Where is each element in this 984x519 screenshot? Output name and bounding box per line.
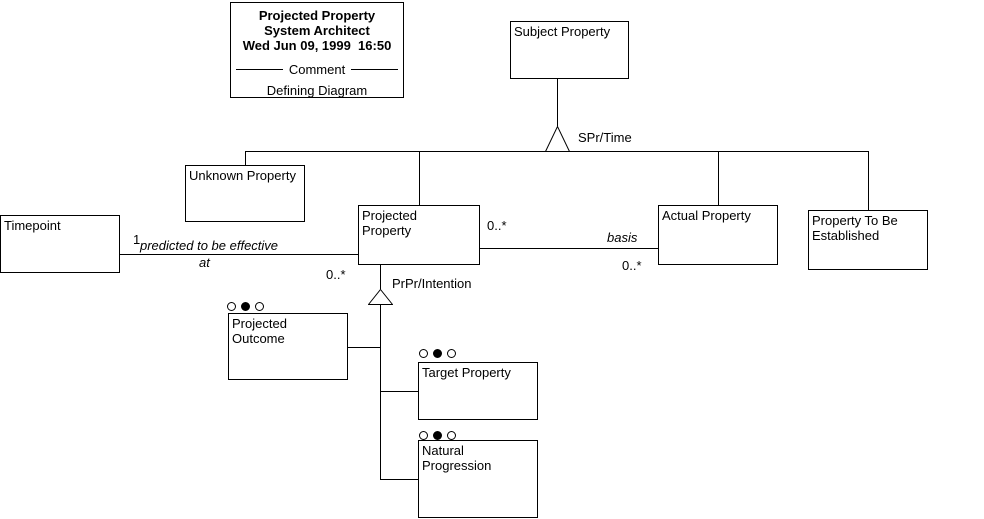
connector-drop-actual-property	[718, 151, 719, 205]
label-association-name-line2: at	[199, 255, 210, 270]
label-multiplicity-timepoint: 1	[133, 232, 141, 247]
node-projected-outcome[interactable]: Projected Outcome	[228, 313, 348, 380]
connector-drop-projected-property	[419, 151, 420, 205]
circle-filled-icon	[433, 431, 442, 440]
generalization-triangle-spr-time-icon	[545, 126, 570, 152]
connector-drop-property-to-be-established	[868, 151, 869, 210]
diagram-tool-name: System Architect	[264, 23, 370, 38]
comment-divider-label: Comment	[288, 62, 346, 77]
node-label: Unknown Property	[189, 168, 296, 183]
node-label: Timepoint	[4, 218, 61, 233]
node-label: Property To Be Established	[812, 213, 898, 243]
association-basis-line	[480, 248, 658, 249]
node-actual-property[interactable]: Actual Property	[658, 205, 778, 265]
divider-line-left	[236, 69, 283, 70]
label-prpr-intention: PrPr/Intention	[392, 276, 472, 291]
diagram-title: Projected Property	[258, 8, 376, 23]
node-label: Projected Property	[362, 208, 417, 238]
connector-projected-property-trunk	[380, 265, 381, 289]
label-association-name-line1: predicted to be effective	[140, 238, 279, 253]
node-property-to-be-established[interactable]: Property To Be Established	[808, 210, 928, 270]
diagram-subtitle: Defining Diagram	[266, 83, 368, 98]
connector-drop-unknown-property	[245, 151, 246, 165]
node-subject-property[interactable]: Subject Property	[510, 21, 629, 79]
circle-adornment-projected-outcome	[227, 302, 264, 311]
circle-outline-icon	[447, 431, 456, 440]
node-target-property[interactable]: Target Property	[418, 362, 538, 420]
circle-outline-icon	[419, 431, 428, 440]
node-unknown-property[interactable]: Unknown Property	[185, 165, 305, 222]
diagram-timestamp: Wed Jun 09, 1999 16:50	[242, 38, 392, 53]
node-label: Target Property	[422, 365, 511, 380]
comment-divider: Comment	[236, 62, 399, 77]
association-timepoint-line	[120, 254, 358, 255]
connector-branch-projected-outcome	[348, 347, 380, 348]
node-projected-property[interactable]: Projected Property	[358, 205, 480, 265]
node-label: Natural Progression	[422, 443, 492, 473]
circle-outline-icon	[227, 302, 236, 311]
connector-branch-natural-progression	[380, 479, 418, 480]
label-multiplicity-projected-basis-side: 0..*	[487, 218, 507, 233]
connector-branch-target-property	[380, 391, 418, 392]
node-timepoint[interactable]: Timepoint	[0, 215, 120, 273]
label-multiplicity-actual: 0..*	[622, 258, 642, 273]
label-spr-time: SPr/Time	[578, 130, 632, 145]
circle-adornment-target-property	[419, 349, 456, 358]
circle-outline-icon	[419, 349, 428, 358]
label-multiplicity-projected-timepoint-side: 0..*	[326, 267, 346, 282]
generalization-triangle-prpr-intention-icon	[368, 289, 393, 305]
circle-filled-icon	[241, 302, 250, 311]
node-label: Actual Property	[662, 208, 751, 223]
divider-line-right	[351, 69, 399, 70]
node-label: Subject Property	[514, 24, 611, 39]
connector-spr-time-bus	[245, 151, 869, 152]
label-association-name-basis: basis	[607, 230, 638, 245]
circle-outline-icon	[255, 302, 264, 311]
diagram-title-block: Projected Property System Architect Wed …	[230, 2, 404, 98]
circle-filled-icon	[433, 349, 442, 358]
connector-prpr-intention-trunk	[380, 305, 381, 480]
circle-adornment-natural-progression	[419, 431, 456, 440]
node-label: Projected Outcome	[232, 316, 287, 346]
node-natural-progression[interactable]: Natural Progression	[418, 440, 538, 518]
circle-outline-icon	[447, 349, 456, 358]
connector-subject-property-trunk	[557, 79, 558, 126]
